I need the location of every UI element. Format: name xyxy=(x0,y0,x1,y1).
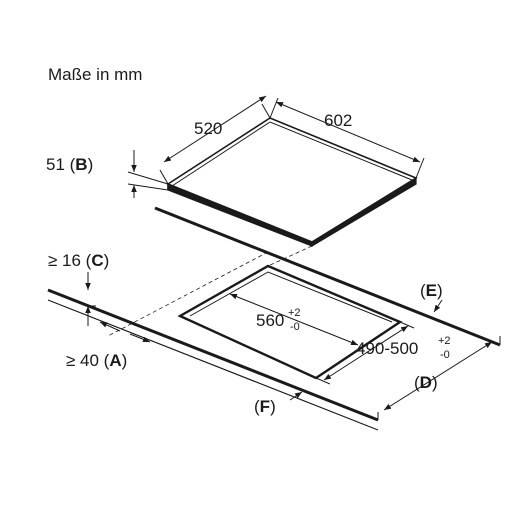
label-f: (F) xyxy=(254,397,276,416)
dimension-f xyxy=(289,391,303,401)
cutout-width-tol-minus: -0 xyxy=(290,321,300,333)
cutout-width-label: 560 xyxy=(256,311,284,330)
label-a: ≥ 40 (A) xyxy=(66,351,127,370)
worktop xyxy=(47,206,501,431)
cutout-width-tol-plus: +2 xyxy=(288,307,301,319)
label-e: (E) xyxy=(420,281,443,300)
dimension-e xyxy=(433,299,443,313)
units-note: Maße in mm xyxy=(48,65,142,84)
cutout-depth-tol-minus: -0 xyxy=(440,349,450,361)
dimension-height-51 xyxy=(127,150,169,198)
hob-height-label: 51 (B) xyxy=(46,155,93,174)
label-c: ≥ 16 (C) xyxy=(48,251,109,270)
dimension-d xyxy=(377,336,501,420)
dimension-c xyxy=(85,272,96,326)
cutout-depth-tol-plus: +2 xyxy=(438,335,451,347)
hob-depth-label: 520 xyxy=(194,119,222,138)
dimension-width-602 xyxy=(269,97,425,179)
hob-right-edge xyxy=(311,176,417,248)
dimension-depth-520 xyxy=(159,95,271,185)
hob-width-label: 602 xyxy=(324,111,352,130)
label-d: (D) xyxy=(414,373,438,392)
wall-reference-dashed xyxy=(107,245,313,337)
dimension-cutout-depth xyxy=(315,321,415,385)
cutout-depth-label: 490-500 xyxy=(356,339,418,358)
dimension-a xyxy=(99,321,151,343)
